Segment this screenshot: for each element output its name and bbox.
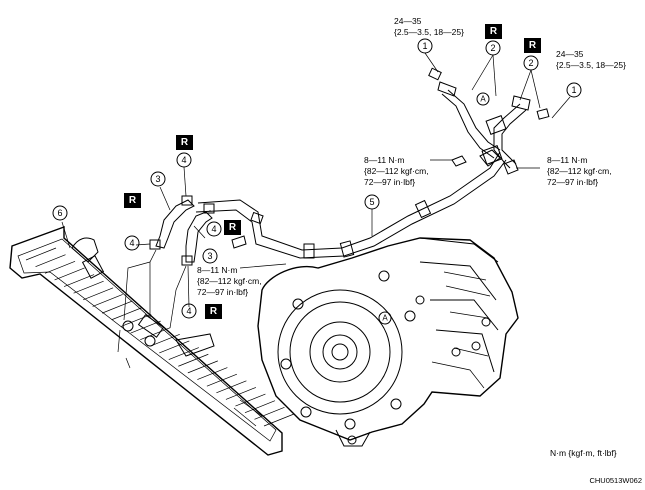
svg-text:4: 4 <box>181 155 186 165</box>
oil-cooler-pipes <box>195 67 550 259</box>
radiator-fin <box>197 367 228 380</box>
svg-text:A: A <box>480 95 486 104</box>
svg-text:2: 2 <box>528 58 533 68</box>
radiator-fin <box>35 254 66 267</box>
radiator-fin <box>216 380 247 394</box>
leader-lines <box>61 52 571 308</box>
radiator <box>9 225 295 456</box>
torque-spec-top-right: 24—35 {2.5—3.5, 18—25} <box>556 49 626 70</box>
svg-text:3: 3 <box>155 174 160 184</box>
callout-6: 6 <box>52 205 68 221</box>
svg-text:72—97 in·lbf}: 72—97 in·lbf} <box>197 287 248 297</box>
radiator-fin <box>82 287 114 301</box>
replace-marker-hose-mid: R <box>224 220 241 235</box>
callout-2-top-center: 2 <box>485 40 501 56</box>
svg-text:5: 5 <box>369 197 374 207</box>
radiator-fin <box>206 373 238 387</box>
callout-3-upper: 3 <box>150 171 166 187</box>
radiator-fin <box>73 280 104 294</box>
radiator-fin <box>254 407 285 420</box>
radiator-fin <box>235 393 266 407</box>
callout-4-top: 4 <box>176 152 192 168</box>
cooler-hoses <box>123 195 215 329</box>
callout-4-left: 4 <box>124 235 140 251</box>
replace-marker-hose-top: R <box>176 135 193 150</box>
radiator-fin <box>168 347 199 360</box>
radiator-fin <box>244 400 276 414</box>
callout-4-mid: 4 <box>206 221 222 237</box>
svg-text:3: 3 <box>207 251 212 261</box>
callout-1-top-left: 1 <box>417 38 433 54</box>
svg-text:R: R <box>229 222 237 233</box>
svg-text:24—35: 24—35 <box>394 16 422 26</box>
torque-spec-top-left: 24—35 {2.5—3.5, 18—25} <box>394 16 464 37</box>
callout-1-right: 1 <box>566 82 582 98</box>
radiator-fin <box>149 333 180 347</box>
svg-text:R: R <box>210 306 218 317</box>
replace-marker-hose-left: R <box>124 193 141 208</box>
svg-text:R: R <box>181 137 189 148</box>
svg-text:R: R <box>490 26 498 37</box>
svg-text:{82—112 kgf·cm,: {82—112 kgf·cm, <box>197 276 262 286</box>
radiator-fin <box>130 320 161 334</box>
svg-text:6: 6 <box>57 208 62 218</box>
radiator-fin <box>111 307 142 321</box>
svg-text:{2.5—3.5, 18—25}: {2.5—3.5, 18—25} <box>556 60 626 70</box>
callout-4-bottom: 4 <box>181 303 197 319</box>
svg-text:4: 4 <box>211 224 216 234</box>
torque-spec-mid-center: 8—11 N·m {82—112 kgf·cm, 72—97 in·lbf} <box>364 155 429 187</box>
replace-marker-top: R <box>485 24 502 39</box>
svg-text:R: R <box>529 40 537 51</box>
radiator-fin <box>159 340 190 354</box>
radiator-fin <box>63 274 95 287</box>
svg-text:24—35: 24—35 <box>556 49 584 59</box>
radiator-fin <box>178 353 209 367</box>
reference-a-case: A <box>378 311 392 325</box>
radiator-fin <box>102 300 133 314</box>
svg-text:A: A <box>382 314 388 323</box>
transmission <box>257 237 519 447</box>
svg-text:4: 4 <box>186 306 191 316</box>
replace-marker-top-right: R <box>524 38 541 53</box>
radiator-fin <box>44 260 76 274</box>
torque-spec-lower-center: 8—11 N·m {82—112 kgf·cm, 72—97 in·lbf} <box>197 265 262 297</box>
radiator-fin <box>121 314 152 327</box>
torque-spec-mid-right: 8—11 N·m {82—112 kgf·cm, 72—97 in·lbf} <box>547 155 612 187</box>
svg-text:4: 4 <box>129 238 134 248</box>
radiator-fin <box>263 413 295 427</box>
radiator-fin <box>25 247 57 261</box>
figure-code: CHU0513W062 <box>589 476 642 485</box>
svg-text:2: 2 <box>490 43 495 53</box>
svg-text:72—97 in·lbf}: 72—97 in·lbf} <box>364 177 415 187</box>
svg-text:{2.5—3.5, 18—25}: {2.5—3.5, 18—25} <box>394 27 464 37</box>
svg-text:R: R <box>129 195 137 206</box>
svg-text:8—11 N·m: 8—11 N·m <box>364 155 404 165</box>
unit-note: N·m {kgf·m, ft·lbf} <box>550 448 617 458</box>
svg-text:8—11 N·m: 8—11 N·m <box>547 155 587 165</box>
callout-2-top-right: 2 <box>523 55 539 71</box>
callout-5: 5 <box>364 194 380 210</box>
svg-text:1: 1 <box>571 85 576 95</box>
radiator-fin <box>225 387 257 400</box>
svg-text:8—11 N·m: 8—11 N·m <box>197 265 237 275</box>
callout-3-lower: 3 <box>202 248 218 264</box>
reference-a-top: A <box>476 92 490 106</box>
radiator-fin <box>140 327 171 341</box>
radiator-fin <box>92 294 123 307</box>
radiator-fin <box>187 360 218 374</box>
replace-marker-hose-bottom: R <box>205 304 222 319</box>
svg-text:72—97 in·lbf}: 72—97 in·lbf} <box>547 177 598 187</box>
svg-text:{82—112 kgf·cm,: {82—112 kgf·cm, <box>547 166 612 176</box>
radiator-fin <box>54 267 85 281</box>
svg-text:{82—112 kgf·cm,: {82—112 kgf·cm, <box>364 166 429 176</box>
svg-text:1: 1 <box>422 41 427 51</box>
